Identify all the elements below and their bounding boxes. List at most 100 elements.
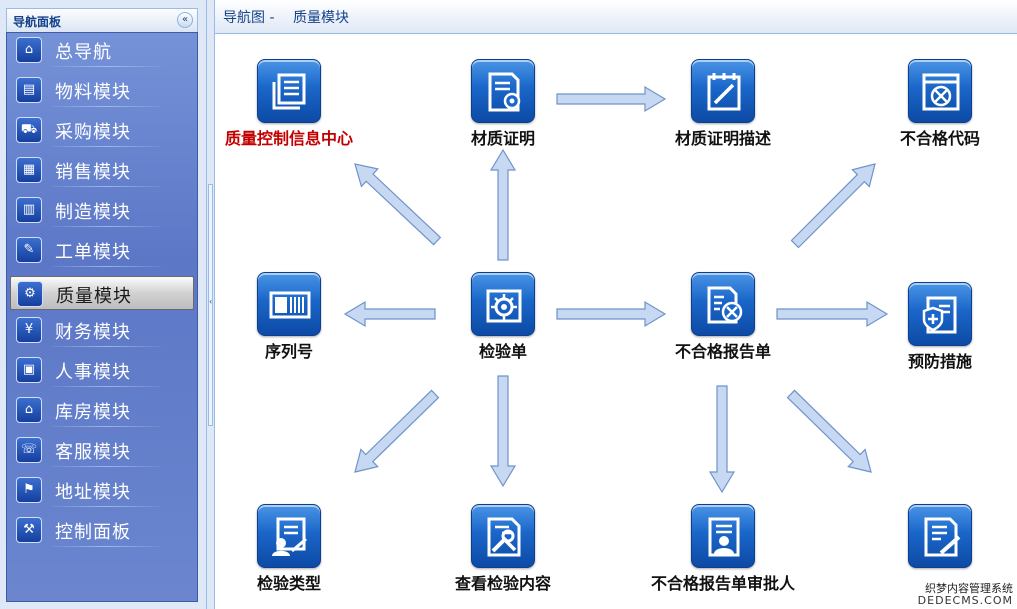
manufacture-icon: ▥ (16, 197, 42, 223)
tools-icon (471, 504, 535, 568)
main-header: 导航图 - 质量模块 (215, 0, 1017, 34)
flow-arrow (708, 385, 736, 494)
flow-arrow (354, 163, 442, 246)
node-label: 不合格报告单 (674, 342, 772, 361)
nav-panel-title: 导航面板 (13, 15, 62, 29)
sidebar-item-address[interactable]: ⚑ 地址模块 (7, 473, 197, 507)
sidebar-item-work-order[interactable]: ✎ 工单模块 (7, 233, 197, 267)
sidebar-item-divider (51, 466, 161, 467)
sidebar-item-label: 库房模块 (55, 402, 131, 423)
flow-arrow (556, 85, 667, 113)
customer-service-icon: ☏ (16, 437, 42, 463)
node-label: 预防措施 (907, 352, 973, 371)
inspection-gear-icon (471, 272, 535, 336)
flow-arrows (343, 85, 889, 494)
reject-code-icon (908, 59, 972, 123)
barcode-icon (257, 272, 321, 336)
quality-icon: ⚙ (17, 281, 43, 307)
document-stack-icon (257, 59, 321, 123)
flow-arrow (489, 375, 517, 488)
breadcrumb: 导航图 - 质量模块 (223, 7, 363, 27)
sidebar-item-label: 总导航 (55, 42, 112, 63)
node-label: 检验单 (478, 342, 528, 361)
sidebar-item-label: 地址模块 (55, 482, 131, 503)
sidebar-item-divider (51, 66, 161, 67)
node-label: 不合格报告单审批人 (650, 574, 796, 593)
flow-arrow (786, 389, 872, 473)
material-icon: ▤ (16, 77, 42, 103)
sidebar-item-label: 采购模块 (55, 122, 131, 143)
reject-report-icon (691, 272, 755, 336)
nav-panel-header: 导航面板 « (6, 8, 198, 32)
sidebar-item-divider (51, 506, 161, 507)
sidebar-item-divider (51, 106, 161, 107)
splitter-handle[interactable]: ‹ (208, 184, 213, 426)
sidebar-item-customer-service[interactable]: ☏ 客服模块 (7, 433, 197, 467)
sidebar-item-label: 物料模块 (55, 82, 131, 103)
sidebar-item-label: 客服模块 (55, 442, 131, 463)
flow-arrow (343, 300, 436, 328)
collapse-button[interactable]: « (177, 12, 193, 28)
sidebar-item-label: 控制面板 (55, 522, 131, 543)
sidebar-item-label: 人事模块 (55, 362, 131, 383)
flow-arrow (556, 300, 667, 328)
sidebar-item-divider (51, 346, 161, 347)
node-label: 序列号 (264, 342, 314, 361)
sidebar-item-divider (51, 426, 161, 427)
sidebar: 导航面板 « ⌂ 总导航 ▤ 物料模块 ⛟ 采购模块 ▦ 销售模块 ▥ 制造模块 ✎ 工单模块 ⚙ 质量模… (0, 0, 207, 609)
sidebar-item-divider (51, 186, 161, 187)
certificate-icon (471, 59, 535, 123)
breadcrumb-root[interactable]: 导航图 - (223, 10, 275, 26)
sidebar-item-warehouse[interactable]: ⌂ 库房模块 (7, 393, 197, 427)
splitter-arrow-icon: ‹ (209, 297, 213, 306)
edit-document-icon (691, 59, 755, 123)
warehouse-icon: ⌂ (16, 397, 42, 423)
sidebar-item-label: 制造模块 (55, 202, 131, 223)
sidebar-item-label: 财务模块 (55, 322, 131, 343)
node-label: 材质证明 (470, 129, 536, 148)
nav-list: ⌂ 总导航 ▤ 物料模块 ⛟ 采购模块 ▦ 销售模块 ▥ 制造模块 ✎ 工单模块 ⚙ 质量模块 ¥财务模块 ▣… (6, 32, 198, 602)
watermark-text: 织梦内容管理系统 (925, 582, 1013, 595)
watermark: 织梦内容管理系统 DEDECMS.COM (918, 583, 1013, 607)
node-label: 检验类型 (256, 574, 322, 593)
inspection-type-icon (257, 504, 321, 568)
home-icon: ⌂ (16, 37, 42, 63)
sidebar-item-sales[interactable]: ▦ 销售模块 (7, 153, 197, 187)
shield-icon (908, 282, 972, 346)
sidebar-item-finance[interactable]: ¥财务模块 (7, 313, 197, 347)
node-label: 材质证明描述 (674, 129, 772, 148)
sidebar-item-label: 工单模块 (55, 242, 131, 263)
panel-splitter[interactable]: ‹ (207, 0, 215, 609)
flow-arrow (354, 389, 440, 473)
sidebar-item-personnel[interactable]: ▣ 人事模块 (7, 353, 197, 387)
sidebar-item-divider (51, 266, 161, 267)
sidebar-item-home[interactable]: ⌂ 总导航 (7, 33, 197, 67)
sidebar-item-divider (51, 226, 161, 227)
address-icon: ⚑ (16, 477, 42, 503)
sidebar-item-label: 质量模块 (56, 286, 132, 307)
breadcrumb-current: 质量模块 (292, 10, 349, 26)
cart-icon: ⛟ (16, 117, 42, 143)
sidebar-item-cart[interactable]: ⛟ 采购模块 (7, 113, 197, 147)
sidebar-item-divider (51, 146, 161, 147)
sidebar-item-quality[interactable]: ⚙ 质量模块 (10, 276, 194, 310)
navigation-diagram: 质量控制信息中心 材质证明 材质证明描述 不合格代码 序列号 (215, 34, 1017, 609)
main-panel: 导航图 - 质量模块 质量控制信息中心 材质证明 材质证明描述 (215, 0, 1017, 609)
watermark-domain: DEDECMS.COM (917, 594, 1013, 607)
approver-icon (691, 504, 755, 568)
node-label: 不合格代码 (899, 129, 981, 148)
flow-arrow (776, 300, 889, 328)
node-label: 查看检验内容 (454, 574, 552, 593)
personnel-icon: ▣ (16, 357, 42, 383)
sidebar-item-material[interactable]: ▤ 物料模块 (7, 73, 197, 107)
signature-icon (908, 504, 972, 568)
control-panel-icon: ⚒ (16, 517, 42, 543)
sidebar-item-divider (51, 546, 161, 547)
work-order-icon: ✎ (16, 237, 42, 263)
sidebar-item-label: 销售模块 (55, 162, 131, 183)
flow-arrow (489, 148, 517, 261)
sidebar-item-control-panel[interactable]: ⚒ 控制面板 (7, 513, 197, 547)
sidebar-item-manufacture[interactable]: ▥ 制造模块 (7, 193, 197, 227)
node-label: 质量控制信息中心 (224, 129, 354, 148)
sales-icon: ▦ (16, 157, 42, 183)
